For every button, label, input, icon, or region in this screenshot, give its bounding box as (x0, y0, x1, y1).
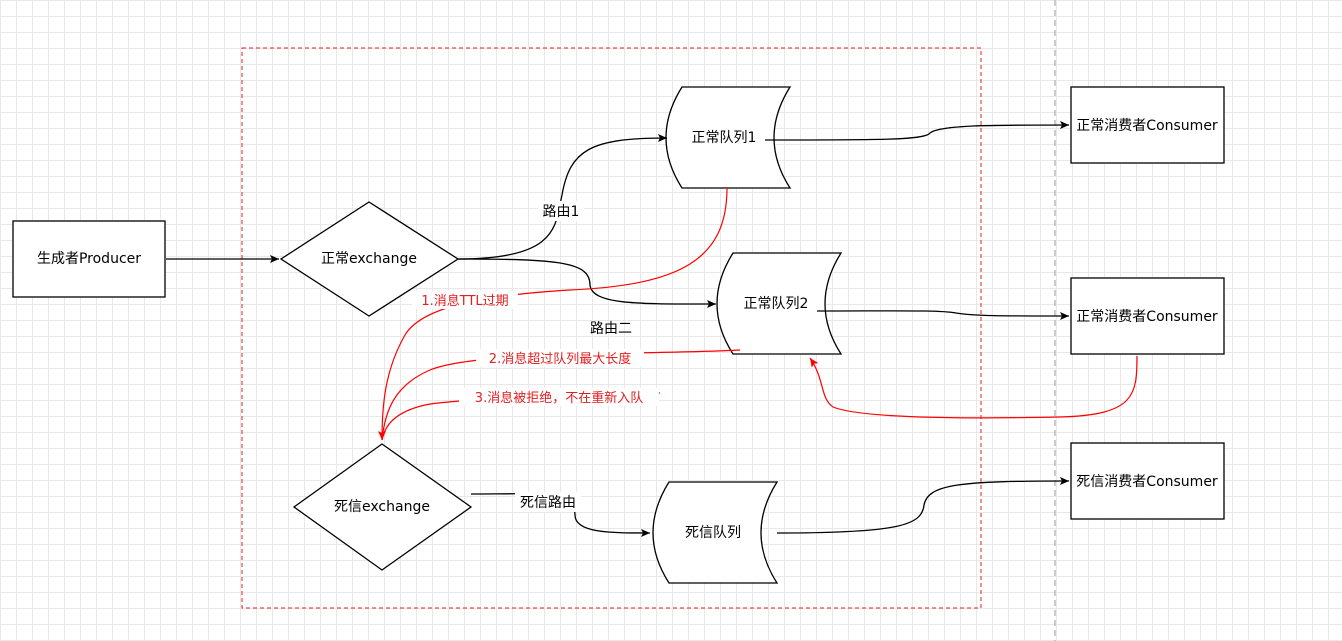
edge-exchange-to-queue-2 (457, 258, 717, 309)
route-1-label: 路由1 (543, 204, 580, 220)
dead-consumer-label: 死信消费者Consumer (1076, 474, 1218, 490)
dead-exchange-label: 死信exchange (334, 499, 430, 515)
dead-route-label: 死信路由 (520, 495, 576, 511)
reason-ttl-label: 1.消息TTL过期 (421, 293, 508, 309)
normal-queue-2-node[interactable]: 正常队列2 (716, 252, 843, 355)
edge-consumer-reject (809, 355, 1138, 419)
dead-queue-label: 死信队列 (685, 525, 741, 541)
normal-consumer-2-label: 正常消费者Consumer (1076, 309, 1218, 325)
reason-length-label: 2.消息超过队列最大长度 (489, 351, 631, 367)
edge-queue-1-to-consumer (764, 121, 1070, 141)
normal-queue-1-node[interactable]: 正常队列1 (665, 86, 792, 189)
producer-label: 生成者Producer (37, 251, 141, 267)
normal-consumer-1-label: 正常消费者Consumer (1076, 118, 1218, 134)
broker-boundary (241, 47, 982, 609)
route-2-label: 路由二 (590, 321, 632, 337)
normal-consumer-2-node[interactable]: 正常消费者Consumer (1070, 277, 1225, 355)
dead-consumer-node[interactable]: 死信消费者Consumer (1070, 442, 1225, 520)
dead-queue-node[interactable]: 死信队列 (652, 481, 779, 584)
dead-exchange-node[interactable]: 死信exchange (292, 443, 473, 571)
normal-exchange-label: 正常exchange (321, 251, 417, 267)
edge-queue-2-to-consumer (816, 310, 1070, 320)
normal-queue-2-label: 正常队列2 (744, 296, 809, 312)
producer-node[interactable]: 生成者Producer (12, 220, 166, 298)
reason-rejected-label: 3.消息被拒绝，不在重新入队 (475, 390, 643, 406)
edge-queue-length-exceeded (381, 349, 741, 441)
normal-queue-1-label: 正常队列1 (692, 130, 757, 146)
edge-dead-queue-to-consumer (776, 477, 1070, 534)
normal-consumer-1-node[interactable]: 正常消费者Consumer (1070, 86, 1225, 164)
edge-exchange-to-queue-1 (457, 134, 668, 260)
normal-exchange-node[interactable]: 正常exchange (279, 201, 460, 317)
